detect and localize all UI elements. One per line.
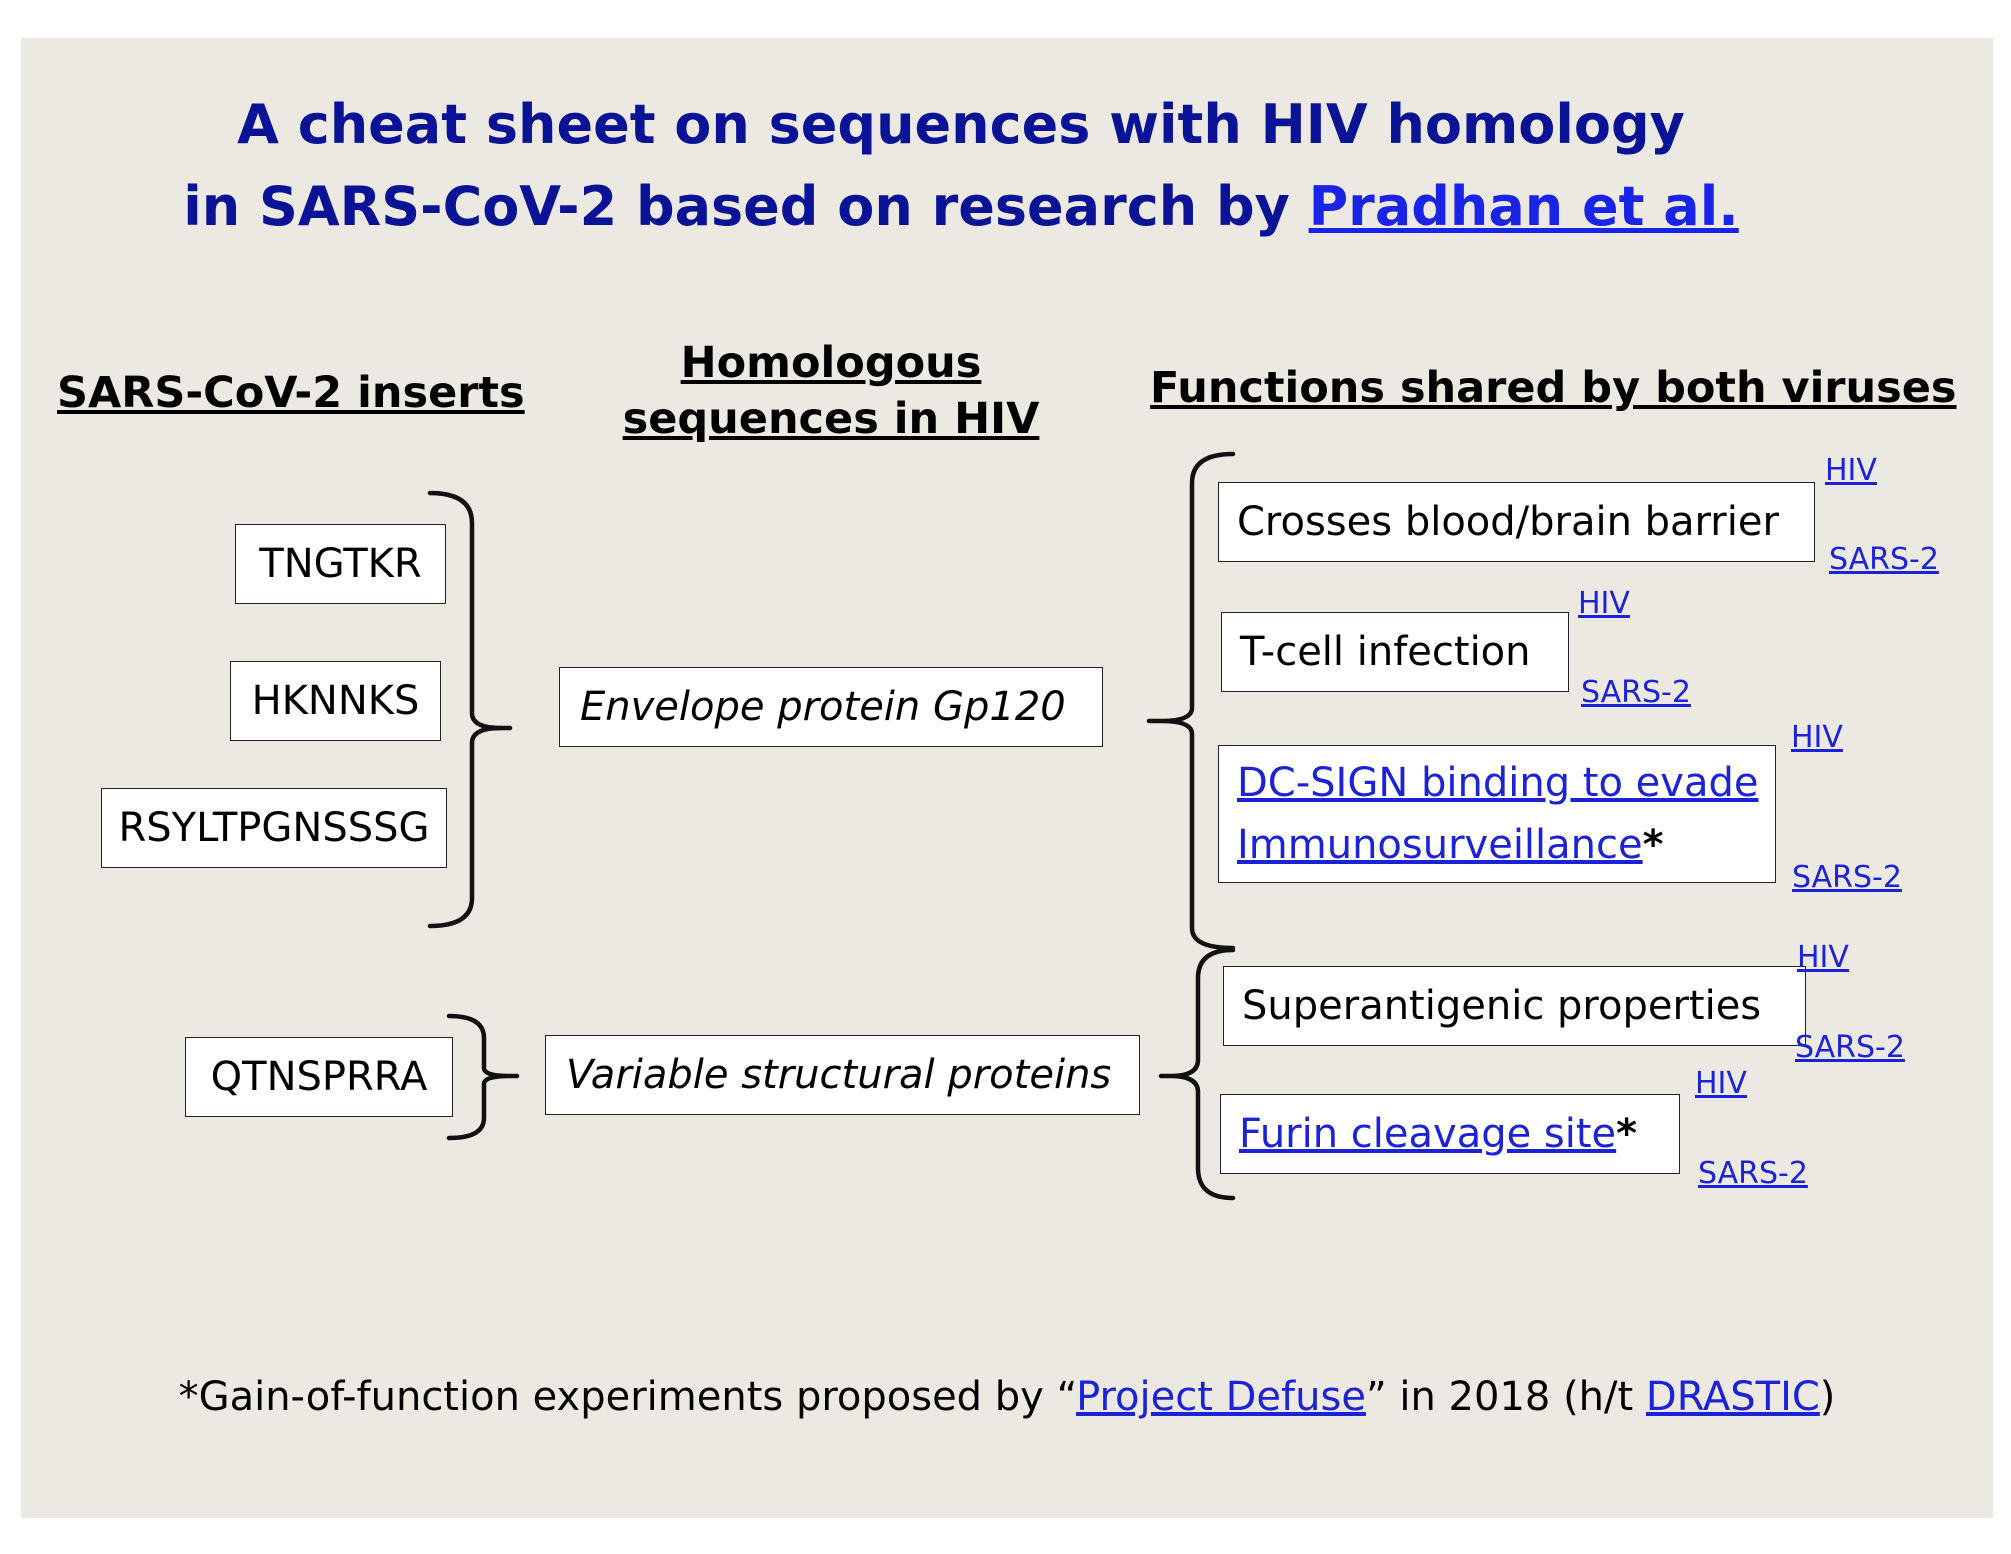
sars2-link-1[interactable]: SARS-2 xyxy=(1829,542,1939,577)
insert-box-qtnsprra: QTNSPRRA xyxy=(185,1037,453,1117)
insert-box-hknnks: HKNNKS xyxy=(230,661,441,741)
header-functions: Functions shared by both viruses xyxy=(1150,363,1957,413)
sars2-link-5[interactable]: SARS-2 xyxy=(1698,1156,1808,1191)
insert-box-rsyltpgnsssg: RSYLTPGNSSSG xyxy=(101,788,447,868)
title-line-1: A cheat sheet on sequences with HIV homo… xyxy=(237,93,1685,156)
slide: A cheat sheet on sequences with HIV homo… xyxy=(21,38,1993,1518)
footnote-prefix: *Gain-of-function experiments proposed b… xyxy=(178,1374,1077,1420)
footnote-middle: ” in 2018 (h/t xyxy=(1365,1374,1646,1420)
function-box-dc-sign: DC-SIGN binding to evade Immunosurveilla… xyxy=(1218,745,1776,883)
function-brace-bottom xyxy=(1158,947,1236,1201)
function-box-t-cell: T-cell infection xyxy=(1221,612,1569,692)
title-line-2: in SARS-CoV-2 based on research by Pradh… xyxy=(21,175,1901,238)
drastic-link[interactable]: DRASTIC xyxy=(1645,1374,1820,1420)
dc-sign-link-line-1[interactable]: DC-SIGN binding to evade xyxy=(1237,760,1759,806)
title-line-2-text: in SARS-CoV-2 based on research by xyxy=(183,175,1309,238)
function-brace-top xyxy=(1146,451,1236,951)
header-homologous-line-2: sequences in HIV xyxy=(622,394,1040,444)
project-defuse-link[interactable]: Project Defuse xyxy=(1076,1374,1366,1420)
furin-asterisk: * xyxy=(1616,1111,1638,1157)
hiv-link-1[interactable]: HIV xyxy=(1825,453,1877,488)
footnote: *Gain-of-function experiments proposed b… xyxy=(21,1374,1993,1420)
insert-brace-small xyxy=(446,1013,520,1141)
furin-link[interactable]: Furin cleavage site xyxy=(1239,1111,1617,1157)
hiv-link-4[interactable]: HIV xyxy=(1797,940,1849,975)
header-homologous-line-1: Homologous xyxy=(680,338,982,388)
homolog-box-variable: Variable structural proteins xyxy=(545,1035,1140,1115)
hiv-link-5[interactable]: HIV xyxy=(1695,1066,1747,1101)
function-box-superantigenic: Superantigenic properties xyxy=(1223,966,1806,1046)
dc-sign-asterisk: * xyxy=(1642,822,1664,868)
sars2-link-3[interactable]: SARS-2 xyxy=(1792,860,1902,895)
function-box-blood-brain: Crosses blood/brain barrier xyxy=(1218,482,1815,562)
insert-brace-top xyxy=(427,490,513,731)
insert-box-tngtkr: TNGTKR xyxy=(235,524,446,604)
header-inserts: SARS-CoV-2 inserts xyxy=(57,368,525,418)
function-box-furin: Furin cleavage site* xyxy=(1220,1094,1680,1174)
homolog-box-gp120: Envelope protein Gp120 xyxy=(559,667,1103,747)
insert-brace-bottom xyxy=(427,725,504,929)
brace-connectors xyxy=(427,451,1236,1201)
dc-sign-link-line-2[interactable]: Immunosurveillance xyxy=(1237,822,1643,868)
pradhan-link[interactable]: Pradhan et al. xyxy=(1308,175,1739,238)
sars2-link-4[interactable]: SARS-2 xyxy=(1795,1030,1905,1065)
hiv-link-2[interactable]: HIV xyxy=(1578,586,1630,621)
header-homologous: Homologous sequences in HIV xyxy=(621,338,1041,444)
footnote-suffix: ) xyxy=(1819,1374,1836,1420)
hiv-link-3[interactable]: HIV xyxy=(1791,720,1843,755)
sars2-link-2[interactable]: SARS-2 xyxy=(1581,675,1691,710)
